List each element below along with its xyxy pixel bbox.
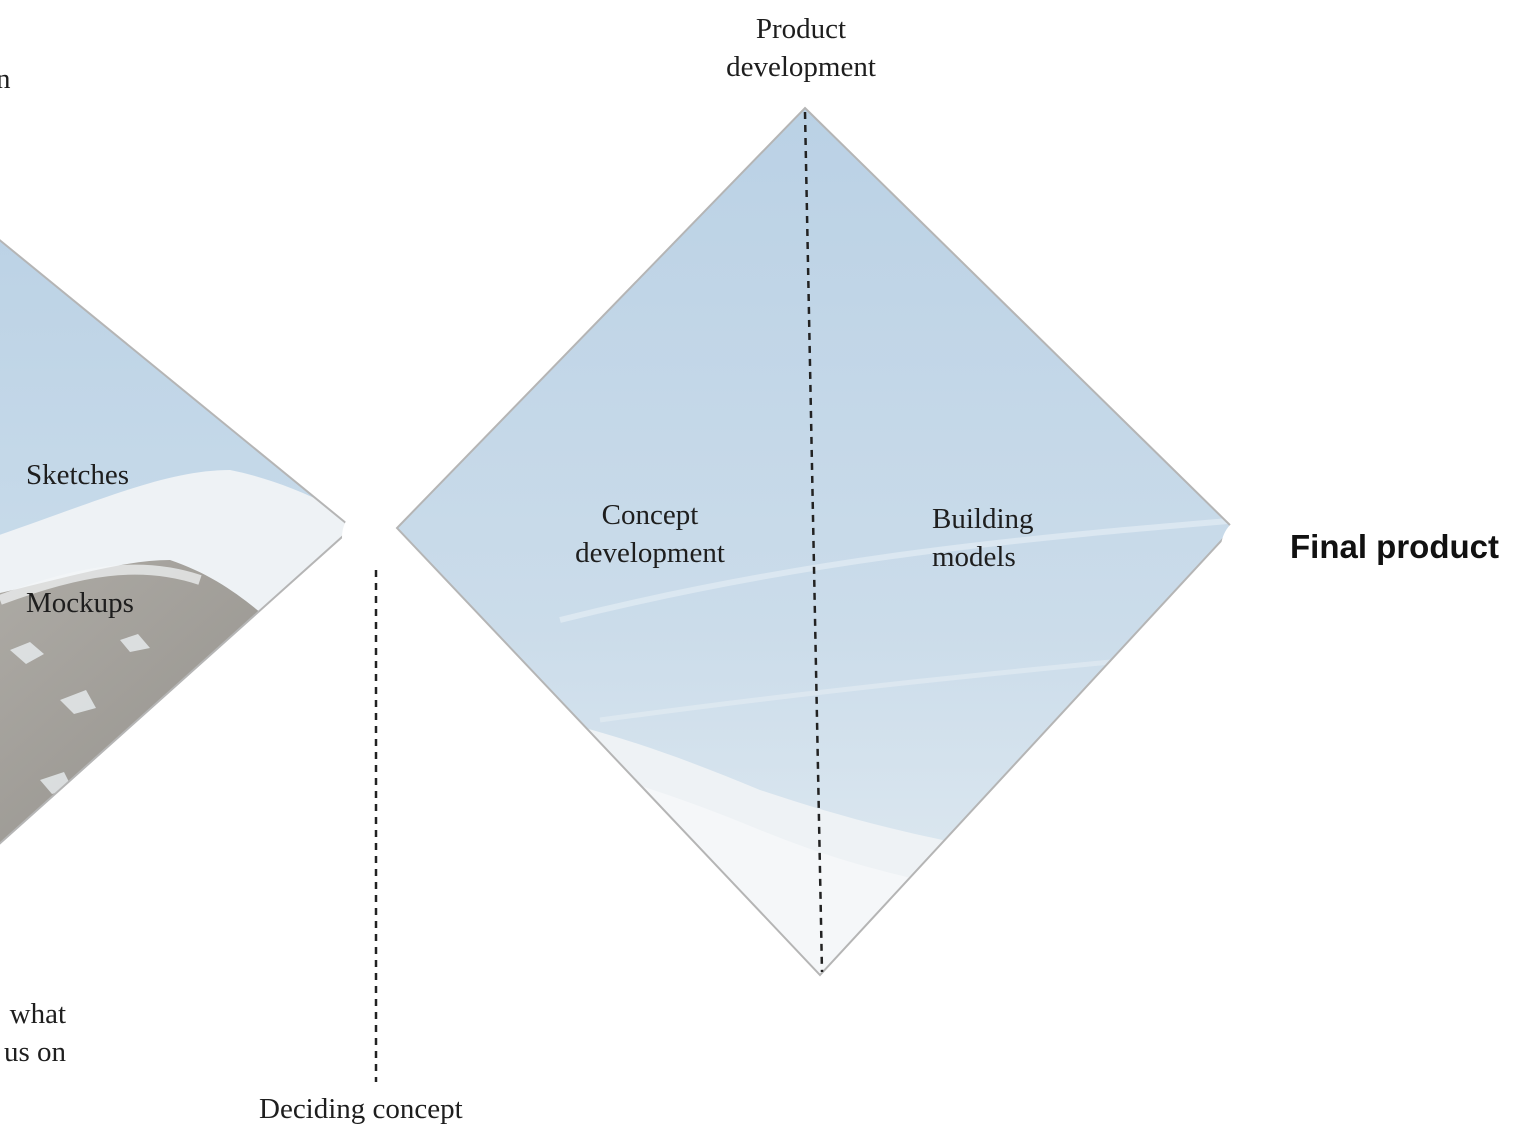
deciding-concept-label: Deciding concept — [259, 1093, 463, 1125]
product-development-line1: Product — [755, 13, 847, 45]
concept-development-line2: development — [575, 537, 725, 569]
right-diamond-outline — [395, 106, 1235, 977]
left-diamond-outline — [0, 239, 354, 845]
building-models-label: Building models — [932, 500, 1034, 576]
decision-notch — [342, 503, 410, 571]
product-development-label: Product development — [700, 10, 902, 86]
final-notch — [1221, 514, 1289, 582]
right-diamond — [397, 108, 1233, 975]
product-development-line2: development — [726, 51, 876, 83]
bottom-left-fragment-label: what us on — [0, 995, 66, 1071]
final-product-label: Final product — [1290, 528, 1499, 565]
left-diamond — [0, 175, 352, 915]
top-left-fragment-label: n — [0, 63, 11, 95]
product-development-divider — [803, 111, 824, 973]
sketches-label: Sketches — [26, 459, 130, 491]
concept-development-line1: Concept — [601, 499, 699, 531]
concept-development-label: Concept development — [550, 496, 750, 572]
mockups-label: Mockups — [26, 587, 134, 619]
building-models-line2: models — [932, 541, 1016, 573]
bottom-left-line2: us on — [3, 1036, 66, 1068]
bottom-left-line1: what — [9, 998, 66, 1030]
building-models-line1: Building — [932, 503, 1034, 535]
